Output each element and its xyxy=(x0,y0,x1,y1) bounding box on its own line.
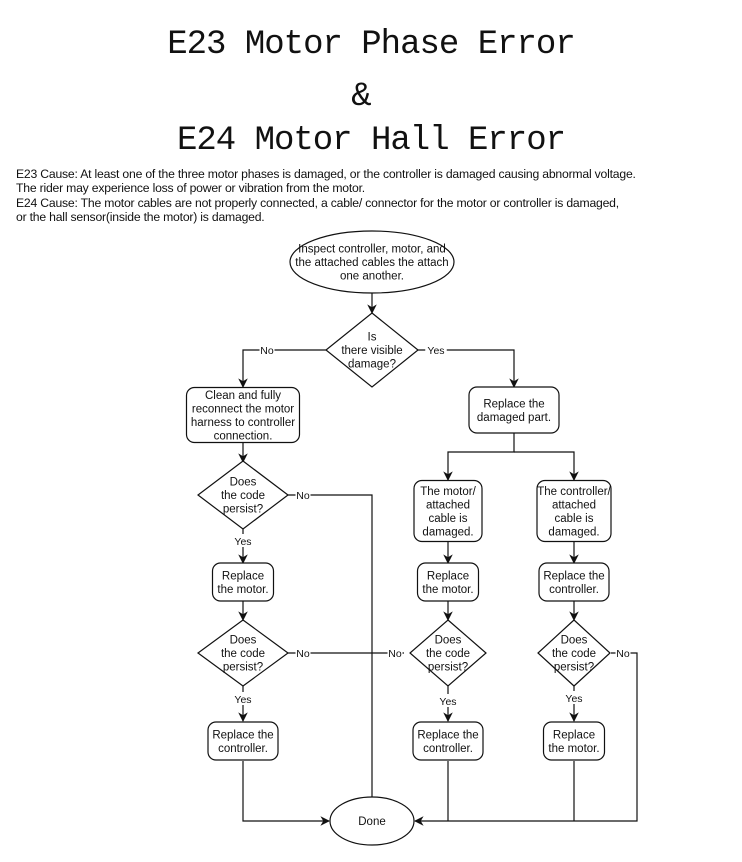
decision-damage-text: Is xyxy=(368,332,377,344)
svg-text:Yes: Yes xyxy=(427,345,444,357)
decision-persist-2-text: persist? xyxy=(223,662,263,674)
label-yes-persistright: Yes xyxy=(563,691,585,705)
clean-reconnect-text: reconnect the motor xyxy=(192,403,294,415)
label-yes-damage: Yes xyxy=(425,343,447,357)
edge-yes-to-replace xyxy=(418,349,519,388)
edge-no-to-clean xyxy=(238,349,326,388)
controller-damaged-text: cable is xyxy=(555,513,594,525)
decision-damage-text: there visible xyxy=(341,345,402,357)
end-node: Done xyxy=(329,796,415,846)
start-text: Inspect controller, motor, and xyxy=(298,244,446,256)
replace-controller-mid-text: Replace the xyxy=(417,729,478,741)
label-no-persistmid: No xyxy=(387,646,403,660)
label-no-damage: No xyxy=(259,343,275,357)
replace-motor-mid-node: Replace the motor. xyxy=(416,562,480,602)
replace-damaged-text: damaged part. xyxy=(477,412,551,424)
replace-controller-left-text: Replace the xyxy=(212,729,273,741)
decision-persist-1-text: Does xyxy=(230,477,257,489)
decision-persist-right-text: persist? xyxy=(554,662,594,674)
svg-text:No: No xyxy=(616,648,630,660)
label-yes-persistmid: Yes xyxy=(437,694,459,708)
label-no-persist2: No xyxy=(295,646,311,660)
replace-controller-mid-text: controller. xyxy=(423,743,473,755)
replace-motor-right-text: the motor. xyxy=(548,743,599,755)
label-no-persistright: No xyxy=(615,646,631,660)
svg-text:Yes: Yes xyxy=(234,536,251,548)
svg-text:No: No xyxy=(260,345,274,357)
replace-damaged-text: Replace the xyxy=(483,398,544,410)
label-yes-persist2: Yes xyxy=(232,692,254,706)
label-yes-persist1: Yes xyxy=(232,534,254,548)
label-no-persist1: No xyxy=(295,488,311,502)
replace-damaged-node: Replace the damaged part. xyxy=(468,386,560,434)
start-text: one another. xyxy=(340,271,404,283)
replace-motor-left-text: the motor. xyxy=(217,584,268,596)
e24-cause-line2: or the hall sensor(inside the motor) is … xyxy=(16,210,265,224)
svg-text:Yes: Yes xyxy=(439,696,456,708)
svg-text:No: No xyxy=(296,490,310,502)
replace-controller-mid-node: Replace the controller. xyxy=(412,721,484,761)
decision-persist-2-text: the code xyxy=(221,648,265,660)
replace-motor-left-text: Replace xyxy=(222,570,264,582)
replace-controller-right-node: Replace the controller. xyxy=(538,562,610,602)
decision-persist-2-text: Does xyxy=(230,635,257,647)
decision-persist-right-text: the code xyxy=(552,648,596,660)
clean-reconnect-text: connection. xyxy=(214,430,273,442)
svg-text:Yes: Yes xyxy=(565,693,582,705)
decision-persist-1-text: persist? xyxy=(223,504,263,516)
replace-motor-right-node: Replace the motor. xyxy=(542,721,606,761)
motor-damaged-text: damaged. xyxy=(422,526,473,538)
motor-damaged-text: attached xyxy=(426,499,470,511)
edge-to-motor-damaged xyxy=(443,433,515,481)
e23-cause-line2: The rider may experience loss of power o… xyxy=(16,181,365,195)
replace-motor-mid-text: the motor. xyxy=(422,584,473,596)
decision-damage-text: damage? xyxy=(348,359,396,371)
decision-persist-1-text: the code xyxy=(221,490,265,502)
title-e23: E23 Motor Phase Error xyxy=(167,26,575,64)
title-ampersand: & xyxy=(351,78,371,116)
clean-reconnect-text: harness to controller xyxy=(191,417,295,429)
replace-controller-left-text: controller. xyxy=(218,743,268,755)
clean-reconnect-text: Clean and fully xyxy=(205,390,281,402)
replace-motor-mid-text: Replace xyxy=(427,570,469,582)
replace-controller-right-text: controller. xyxy=(549,584,599,596)
motor-damaged-text: cable is xyxy=(429,513,468,525)
controller-damaged-text: attached xyxy=(552,499,596,511)
svg-text:Yes: Yes xyxy=(234,694,251,706)
svg-text:No: No xyxy=(388,648,402,660)
replace-controller-right-text: Replace the xyxy=(543,570,604,582)
end-text: Done xyxy=(358,816,386,828)
replace-motor-left-node: Replace the motor. xyxy=(211,562,275,602)
decision-persist-right-text: Does xyxy=(561,635,588,647)
controller-damaged-text: The controller/ xyxy=(537,486,611,498)
edge-to-controller-damaged xyxy=(514,451,579,481)
title-e24: E24 Motor Hall Error xyxy=(176,122,566,160)
edge-controllerleft-to-done xyxy=(242,761,330,826)
e23-cause-line1: E23 Cause: At least one of the three mot… xyxy=(16,167,636,181)
edge-persist1-no-to-done xyxy=(288,494,377,814)
decision-persist-mid-text: the code xyxy=(426,648,470,660)
start-text: the attached cables the attach xyxy=(295,257,448,269)
decision-persist-mid-text: Does xyxy=(435,635,462,647)
controller-damaged-text: damaged. xyxy=(548,526,599,538)
replace-motor-right-text: Replace xyxy=(553,729,595,741)
e24-cause-line1: E24 Cause: The motor cables are not prop… xyxy=(16,196,619,210)
decision-persist-mid-text: persist? xyxy=(428,662,468,674)
motor-damaged-text: The motor/ xyxy=(420,486,476,498)
svg-text:No: No xyxy=(296,648,310,660)
replace-controller-left-node: Replace the controller. xyxy=(207,721,279,761)
